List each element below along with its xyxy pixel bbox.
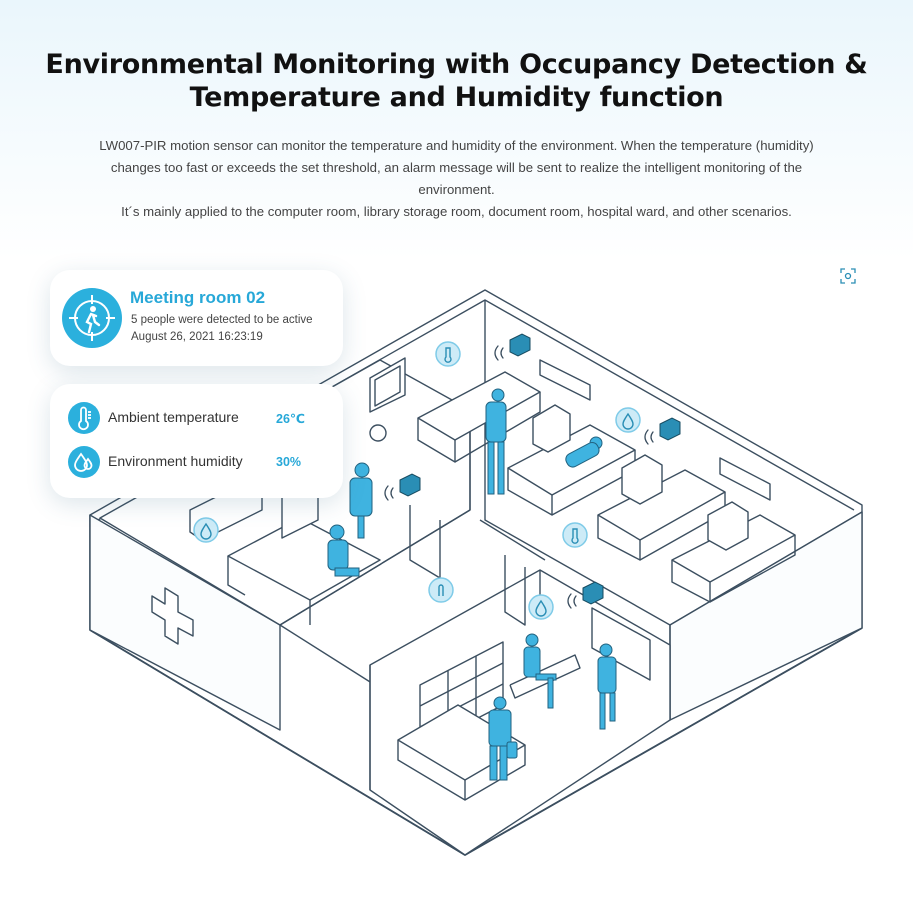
- desc-line-1: LW007-PIR motion sensor can monitor the …: [99, 138, 814, 153]
- humidity-row: Environment humidity 30%: [68, 446, 328, 480]
- person-target-icon: [62, 288, 122, 348]
- environment-card: Ambient temperature 26℃ Environment humi…: [50, 384, 343, 498]
- desc-line-2: changes too fast or exceeds the set thre…: [110, 160, 803, 175]
- description: LW007-PIR motion sensor can monitor the …: [60, 135, 853, 223]
- temperature-row: Ambient temperature 26℃: [68, 402, 328, 436]
- temperature-value: 26℃: [276, 412, 306, 426]
- scan-icon[interactable]: [840, 268, 856, 284]
- occupancy-text: 5 people were detected to be active: [131, 314, 313, 326]
- room-status-card: Meeting room 02 5 people were detected t…: [50, 270, 343, 366]
- title-line-1: Environmental Monitoring with Occupancy …: [45, 49, 868, 80]
- desc-line-3: environment.: [418, 182, 495, 197]
- title-line-2: Temperature and Humidity function: [189, 82, 724, 113]
- room-title: Meeting room 02: [130, 288, 266, 307]
- page-title: Environmental Monitoring with Occupancy …: [40, 48, 873, 114]
- humidity-label: Environment humidity: [108, 453, 243, 469]
- humidity-value: 30%: [276, 455, 302, 469]
- water-drop-icon: [68, 446, 100, 478]
- thermometer-icon: [68, 402, 100, 434]
- timestamp: August 26, 2021 16:23:19: [131, 331, 263, 343]
- temperature-label: Ambient temperature: [108, 409, 239, 425]
- desc-line-4: It´s mainly applied to the computer room…: [121, 204, 792, 219]
